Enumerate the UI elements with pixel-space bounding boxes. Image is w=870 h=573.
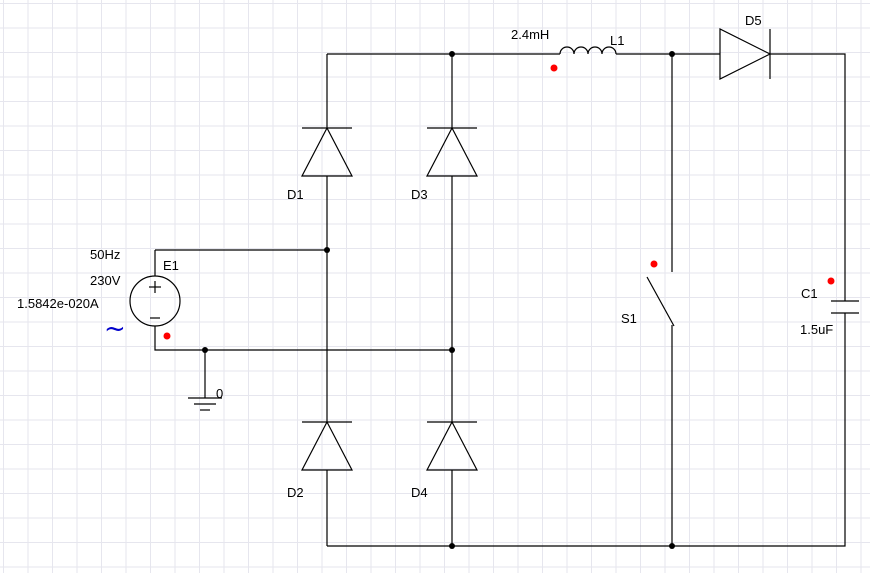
junction-dot [324,247,330,253]
inductor-value-label: 2.4mH [511,27,550,42]
capacitor-c1[interactable] [831,275,859,322]
junction-dot [202,347,208,353]
inductor-name-label: L1 [610,33,625,48]
wire-bottom [327,322,846,547]
junction-dot [449,51,455,57]
diode-d4-label: D4 [411,485,428,500]
ground-symbol [188,397,222,411]
junction-dot [449,347,455,353]
capacitor-name-label: C1 [801,286,818,301]
wire-top-right [616,53,846,275]
diode-d4[interactable] [426,420,478,471]
pin-marker-s1[interactable] [650,260,658,268]
source-name-label: E1 [163,258,179,273]
diode-d3[interactable] [426,126,478,177]
pin-marker-c1[interactable] [827,277,835,285]
diode-d3-label: D3 [411,187,428,202]
switch-s1[interactable] [646,276,675,327]
diode-d5[interactable] [719,28,772,80]
wire-source-top [154,249,327,276]
switch-name-label: S1 [621,311,637,326]
pin-marker-l1[interactable] [550,64,558,72]
wire-source-bottom [154,326,452,351]
source-voltage-label: 230V [90,273,121,288]
source-current-label: 1.5842e-020A [17,296,99,311]
inductor-l1[interactable] [559,46,617,55]
pin-marker-e1[interactable] [163,332,171,340]
diode-d2-label: D2 [287,485,304,500]
junction-dot [669,51,675,57]
voltage-source-e1[interactable] [129,275,181,327]
ac-wave-icon: ~ [104,314,126,344]
capacitor-value-label: 1.5uF [800,322,834,337]
junction-dot [449,543,455,549]
ground-label: 0 [216,386,224,401]
junction-dot [669,543,675,549]
source-frequency-label: 50Hz [90,247,121,262]
diode-d1-label: D1 [287,187,304,202]
diode-d5-label: D5 [745,13,762,28]
diode-d1[interactable] [301,126,353,177]
diode-d2[interactable] [301,420,353,471]
